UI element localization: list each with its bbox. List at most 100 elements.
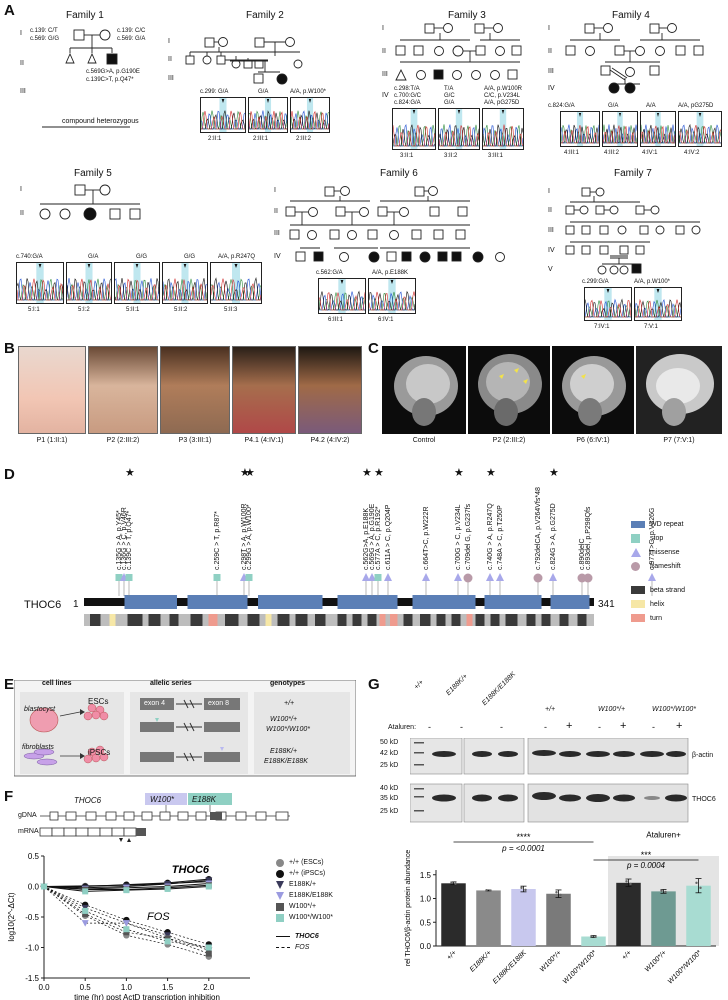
- pedigree-panel: [39, 23, 704, 275]
- trace-line: [561, 125, 599, 144]
- secondary-structure-segment: [390, 614, 398, 626]
- patient-photo-p1: [18, 346, 86, 434]
- star-icon: ★: [454, 467, 464, 479]
- missense-marker: [454, 573, 462, 581]
- trace-line: [585, 298, 631, 318]
- secondary-structure-segment: [436, 614, 446, 626]
- genotype-label: C/C, p.V234L: [484, 93, 521, 99]
- genotype-label: c.569: G/G: [30, 36, 60, 42]
- trace-line: [603, 125, 637, 144]
- generation-label: I: [168, 38, 170, 45]
- photo-caption: P1 (1:II:1): [36, 437, 68, 444]
- w100-label: W100*: [150, 795, 175, 804]
- secondary-structure-segment: [169, 614, 179, 626]
- variant-label: c.611A > C, p.Q204P: [385, 504, 392, 570]
- replicate-point: [489, 889, 492, 892]
- data-point: [205, 950, 212, 957]
- photo-caption: P3 (3:III:1): [178, 437, 212, 444]
- lane-header: E188K/E188K: [481, 670, 518, 707]
- legend-item: frameshift: [631, 559, 721, 573]
- sample-id: 5:II:3: [224, 307, 238, 313]
- sample-id: 5:II:2: [174, 307, 188, 313]
- legend-item: W100*/W100*: [276, 912, 360, 923]
- genotype-label: c.569: G/A: [117, 36, 146, 42]
- secondary-structure-segment: [475, 614, 485, 626]
- replicate-point: [699, 886, 702, 890]
- legend-label: stop: [650, 534, 664, 542]
- genotype-label: G/A: [88, 254, 99, 260]
- variant-highlight: [576, 112, 584, 146]
- frameshift-marker: [583, 573, 593, 583]
- trace-line: [201, 110, 245, 130]
- missense-marker: [496, 573, 504, 581]
- generation-label: I: [20, 186, 22, 193]
- secondary-structure-segment: [541, 614, 551, 626]
- sample-id: 6:III:1: [328, 317, 344, 323]
- secondary-structure-segment: [90, 614, 101, 626]
- wd-repeat: [412, 595, 476, 609]
- genotype-label: A/A, p.R247Q: [218, 254, 256, 260]
- family6-title: Family 6: [380, 168, 418, 179]
- chromatogram: [318, 278, 366, 314]
- stop-marker: [115, 574, 123, 581]
- generation-label: II: [20, 60, 24, 67]
- missense-marker: [362, 573, 370, 581]
- x-tick-label: 1.0: [121, 983, 133, 992]
- family1-title: Family 1: [66, 10, 104, 21]
- chromatogram: [438, 108, 480, 150]
- trace-line: [679, 123, 721, 144]
- genotype-label: E188K/+: [270, 748, 298, 755]
- wd-repeat: [550, 595, 590, 609]
- ataluren-plus: +: [566, 720, 573, 732]
- genotype-label: +/+: [284, 700, 295, 707]
- legend-item: missense: [631, 545, 721, 559]
- trace-line: [163, 278, 207, 301]
- legend-label: +/+ (ESCs): [289, 859, 324, 866]
- bar: [651, 891, 676, 946]
- variant-label: c.569G > A, p.G190E: [369, 503, 376, 570]
- trace-line: [319, 291, 365, 311]
- generation-label: III: [168, 75, 174, 82]
- patient-photo-p3: [160, 346, 230, 434]
- sample-id: 5:I:2: [78, 307, 90, 313]
- ataluren-minus: -: [598, 722, 601, 732]
- genotype-label: c.562:G/A: [316, 270, 343, 276]
- sample-id: 7:IV:1: [594, 324, 610, 330]
- variant-label: c.136G > C, p.V46R: [121, 507, 128, 570]
- mw-marker: 42 kD: [380, 750, 399, 757]
- legend-item: E188K/+: [276, 879, 360, 890]
- data-point: [205, 944, 212, 951]
- beta-actin-label: β-actin: [692, 752, 714, 759]
- frameshift-circle-icon: [631, 561, 640, 571]
- helix-swatch: [631, 600, 645, 608]
- trace-line: [439, 125, 479, 147]
- mw-marker: 35 kD: [380, 795, 399, 802]
- chromatogram: [640, 111, 676, 147]
- secondary-structure-segment: [420, 614, 431, 626]
- variant-label: c.890delC: [579, 538, 586, 570]
- beta-strand-swatch: [631, 586, 645, 594]
- sample-id: 2:II:1: [208, 136, 222, 142]
- category-label: W100*/+: [644, 949, 668, 973]
- variant-label: c.893del, p.P298Qfs: [585, 506, 592, 570]
- sample-id: 2:III:1: [253, 136, 269, 142]
- variant-arrow-icon: [266, 99, 270, 103]
- chromatogram: [482, 108, 524, 150]
- replicate-point: [559, 893, 562, 897]
- variant-arrow-icon: [412, 110, 416, 114]
- secondary-structure-segment: [225, 614, 239, 626]
- legend-item: E188K/E188K: [276, 890, 360, 901]
- mrna-label: mRNA: [18, 828, 39, 835]
- star-icon: ★: [549, 467, 559, 479]
- star-icon: ★: [374, 467, 384, 479]
- replicate-point: [520, 886, 523, 890]
- trace-line: [115, 278, 159, 301]
- ataluren-row-label: Ataluren:: [388, 724, 417, 731]
- trace-line: [291, 110, 329, 130]
- panel-label-g: G: [368, 676, 380, 693]
- thoc6-series-label: THOC6: [172, 864, 210, 876]
- genotype-label: A/A, pG275D: [678, 103, 714, 109]
- data-point: [82, 910, 89, 917]
- legend-label: E188K/E188K: [289, 892, 333, 899]
- replicate-point: [524, 888, 527, 892]
